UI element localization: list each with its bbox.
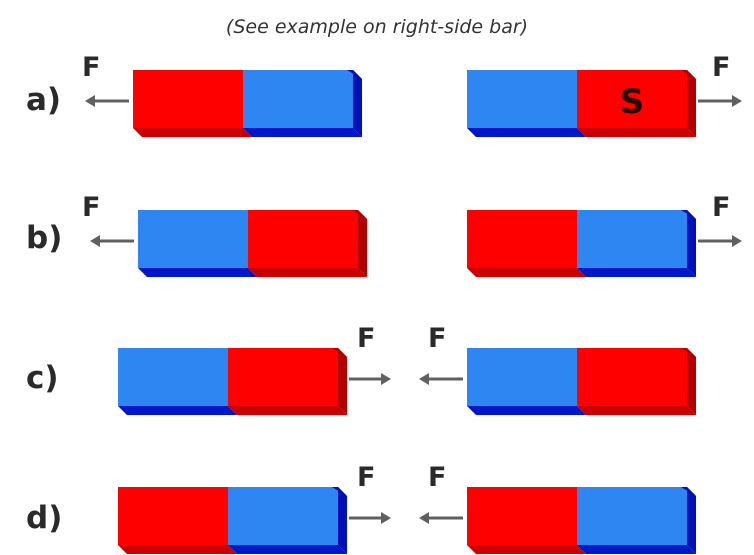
magnet-c-right — [467, 348, 696, 415]
magnet-a-left-end-face — [353, 70, 362, 137]
magnet-d-left-end-face — [338, 487, 347, 554]
magnet-b-right-right-pole — [577, 210, 687, 268]
magnet-a-left-right-pole — [243, 70, 353, 128]
force-arrow-a-left-head — [85, 95, 95, 107]
row-label-a: a) — [26, 82, 62, 118]
magnet-b-left-corner — [352, 210, 367, 219]
magnet-c-left — [118, 348, 347, 415]
magnet-b-right-corner — [681, 210, 696, 219]
force-label-c-right: F — [428, 323, 447, 354]
row-label-d: d) — [26, 500, 63, 536]
magnet-b-left-left-pole — [138, 210, 248, 268]
force-arrow-b-right — [698, 235, 742, 247]
magnet-c-left-left-bottom — [118, 406, 237, 415]
row-label-b: b) — [26, 220, 63, 256]
magnet-a-right-corner — [681, 70, 696, 79]
magnet-b-right-right-bottom — [577, 268, 696, 277]
magnet-c-right-left-bottom — [467, 406, 586, 415]
force-label-a-right: F — [712, 52, 731, 83]
magnet-a-right-pole-letter: S — [620, 82, 645, 122]
magnet-d-left-right-bottom — [228, 545, 347, 554]
magnet-c-left-right-pole — [228, 348, 338, 406]
force-arrow-c-left — [349, 373, 391, 385]
force-label-d-left: F — [357, 462, 376, 493]
magnet-b-right-left-pole — [467, 210, 577, 268]
magnet-c-right-end-face — [687, 348, 696, 415]
magnet-b-left-right-pole — [248, 210, 358, 268]
magnet-a-right-right-bottom — [577, 128, 696, 137]
magnet-a-right-end-face — [687, 70, 696, 137]
magnet-b-left-right-bottom — [248, 268, 367, 277]
force-arrow-d-right-head — [419, 512, 429, 524]
magnet-c-left-corner — [332, 348, 347, 357]
caption: (See example on right-side bar) — [225, 16, 529, 38]
force-arrow-a-right — [698, 95, 742, 107]
magnet-c-left-right-bottom — [228, 406, 347, 415]
force-arrow-c-right — [419, 373, 463, 385]
magnet-b-right-left-bottom — [467, 268, 586, 277]
force-arrow-d-right — [419, 512, 463, 524]
magnet-c-left-end-face — [338, 348, 347, 415]
magnet-d-right-right-bottom — [577, 545, 696, 554]
magnet-a-right-left-bottom — [467, 128, 586, 137]
magnet-b-left — [138, 210, 367, 277]
magnet-b-left-left-bottom — [138, 268, 257, 277]
magnet-a-right-right-pole — [577, 70, 687, 128]
magnet-d-right-left-bottom — [467, 545, 586, 554]
force-arrow-a-left — [85, 95, 129, 107]
row-label-c: c) — [26, 360, 59, 396]
force-arrow-b-left — [90, 235, 134, 247]
magnet-c-right-left-pole — [467, 348, 577, 406]
magnet-b-right — [467, 210, 696, 277]
magnet-c-right-corner — [681, 348, 696, 357]
magnet-a-right: S — [467, 70, 696, 137]
magnet-a-left-right-bottom — [243, 128, 362, 137]
magnet-c-left-left-pole — [118, 348, 228, 406]
force-arrow-b-left-head — [90, 235, 100, 247]
force-label-d-right: F — [428, 462, 447, 493]
force-arrow-d-left — [349, 512, 391, 524]
force-label-b-right: F — [712, 192, 731, 223]
magnet-c-right-right-pole — [577, 348, 687, 406]
magnet-d-right-corner — [681, 487, 696, 496]
magnet-d-right-left-pole — [467, 487, 577, 545]
force-arrow-a-right-head — [732, 95, 742, 107]
magnet-d-right — [467, 487, 696, 554]
magnet-d-left-left-pole — [118, 487, 228, 545]
magnet-d-left-left-bottom — [118, 545, 237, 554]
magnet-d-left-corner — [332, 487, 347, 496]
force-arrow-c-right-head — [419, 373, 429, 385]
magnet-b-right-end-face — [687, 210, 696, 277]
force-label-b-left: F — [82, 192, 101, 223]
magnet-a-left — [133, 70, 362, 137]
magnet-b-left-end-face — [358, 210, 367, 277]
magnet-a-left-corner — [347, 70, 362, 79]
magnet-a-left-left-pole — [133, 70, 243, 128]
magnet-d-right-right-pole — [577, 487, 687, 545]
magnet-d-right-end-face — [687, 487, 696, 554]
force-arrow-d-left-head — [381, 512, 391, 524]
magnet-a-left-left-bottom — [133, 128, 252, 137]
force-label-c-left: F — [357, 323, 376, 354]
force-arrow-c-left-head — [381, 373, 391, 385]
magnet-c-right-right-bottom — [577, 406, 696, 415]
magnet-a-right-left-pole — [467, 70, 577, 128]
magnet-d-left-right-pole — [228, 487, 338, 545]
force-label-a-left: F — [82, 52, 101, 83]
magnet-d-left — [118, 487, 347, 554]
force-arrow-b-right-head — [732, 235, 742, 247]
